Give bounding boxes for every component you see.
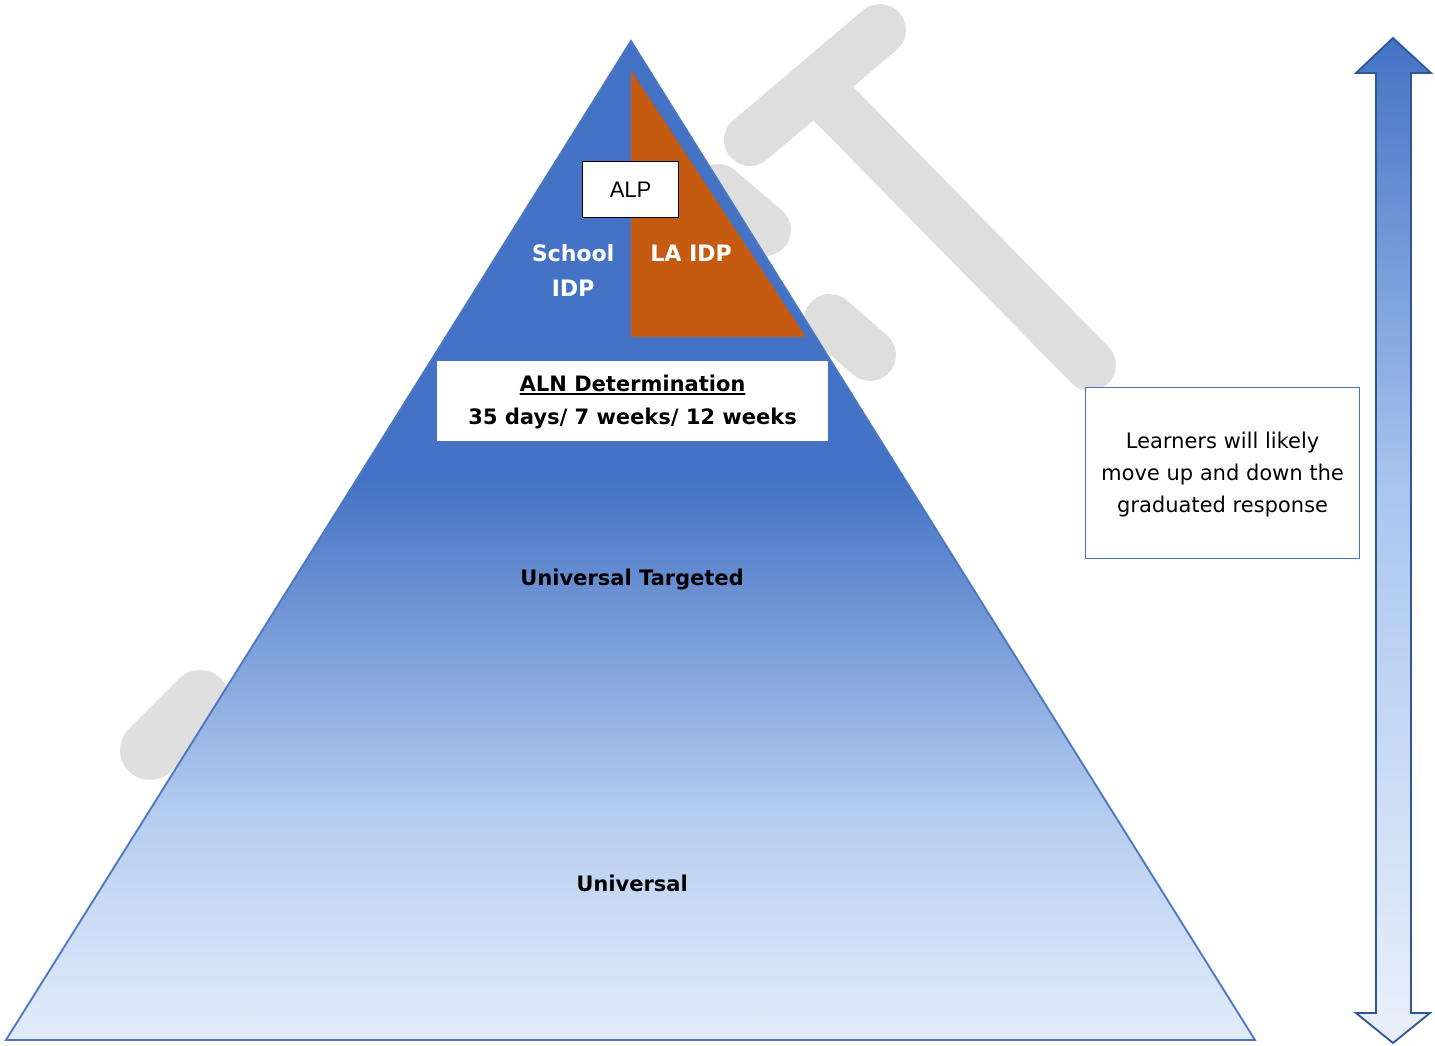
school-idp-label: School IDP	[531, 242, 615, 302]
alp-label: ALP	[609, 176, 652, 202]
universal-targeted-label: Universal Targeted	[520, 566, 744, 590]
la-idp-section	[631, 70, 806, 337]
la-idp-label: LA IDP	[650, 242, 732, 267]
note-text: Learners will likely move up and down th…	[1101, 429, 1344, 517]
determination-title: ALN Determination	[519, 372, 746, 396]
determination-timescales: 35 days/ 7 weeks/ 12 weeks	[468, 405, 797, 429]
pyramid-shape	[4, 39, 1257, 1041]
double-arrow-icon	[1353, 36, 1434, 1045]
universal-label: Universal	[576, 872, 688, 896]
graduated-response-note: Learners will likely move up and down th…	[1085, 387, 1360, 559]
aln-determination-box: ALN Determination 35 days/ 7 weeks/ 12 w…	[437, 361, 828, 441]
alp-box: ALP	[582, 161, 679, 218]
